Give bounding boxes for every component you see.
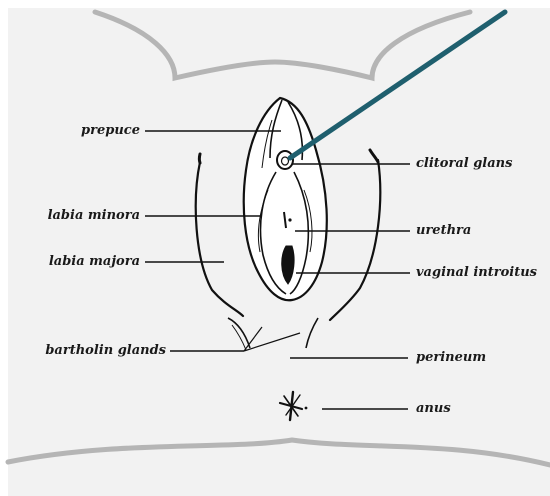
label-anus: anus [416, 401, 451, 417]
label-prepuce: prepuce [81, 123, 140, 139]
labia-majora-left-tip [199, 154, 200, 163]
label-bartholin-glands: bartholin glands [45, 343, 166, 359]
label-perineum: perineum [416, 350, 486, 366]
label-clitoral-glans: clitoral glans [416, 156, 512, 172]
label-vaginal-introitus: vaginal introitus [416, 265, 537, 281]
label-labia-majora: labia majora [49, 254, 140, 270]
label-labia-minora: labia minora [48, 208, 140, 224]
label-urethra: urethra [416, 223, 471, 239]
urethra-dot [288, 218, 291, 221]
